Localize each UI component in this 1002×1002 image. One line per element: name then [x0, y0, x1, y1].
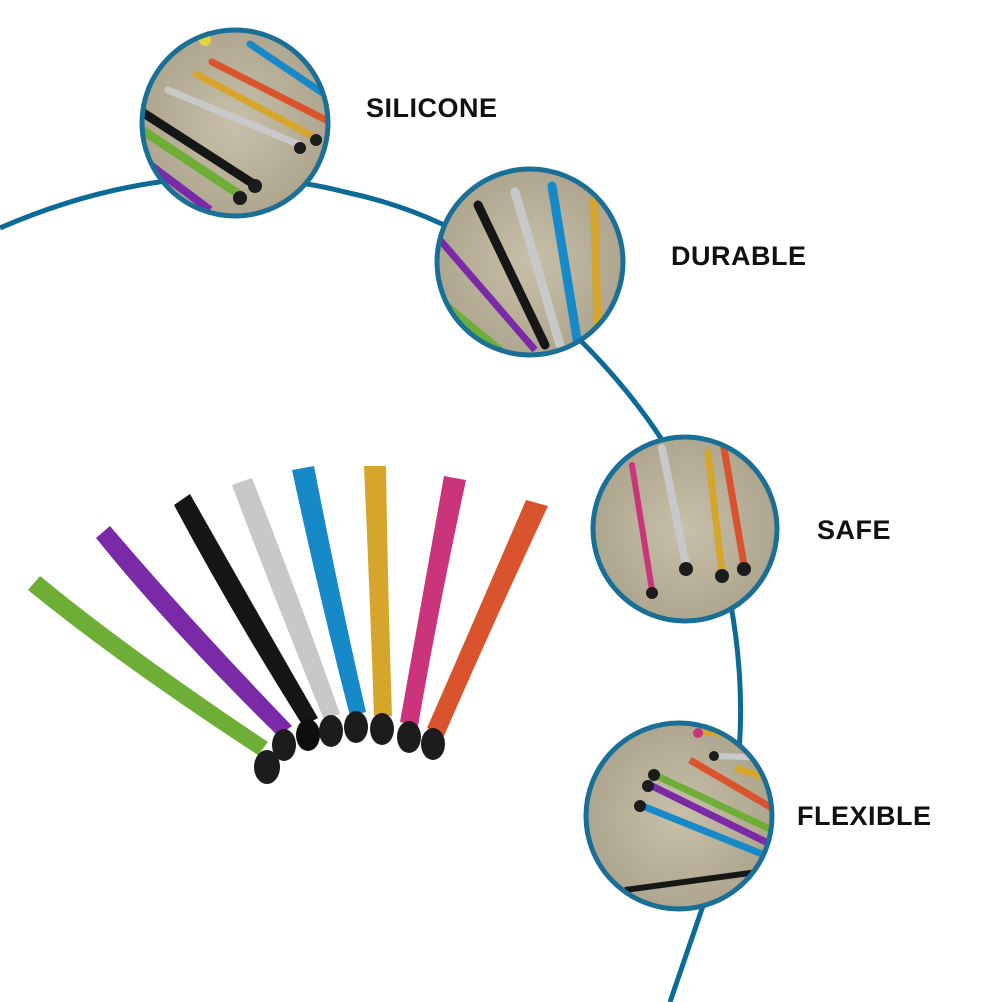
feature-label-flexible: FLEXIBLE [797, 801, 932, 831]
durable-body-closeup-icon [434, 166, 626, 358]
stylus-blue [292, 466, 368, 743]
safe-tip-closeup-icon [590, 434, 780, 624]
stylus-green [28, 576, 280, 784]
stylus-orange [421, 500, 548, 760]
feature-label-silicone: SILICONE [366, 93, 498, 123]
stylus-silver [232, 478, 343, 747]
flexible-pens-closeup-icon [583, 720, 775, 912]
stylus-pen-fan-image [28, 466, 548, 784]
feature-label-safe: SAFE [817, 515, 892, 545]
stylus-purple [96, 526, 296, 761]
stylus-gold [364, 466, 394, 745]
silicone-tip-closeup-icon [139, 27, 331, 219]
feature-label-durable: DURABLE [671, 241, 807, 271]
stylus-pink [397, 476, 466, 753]
stylus-black [174, 494, 320, 751]
